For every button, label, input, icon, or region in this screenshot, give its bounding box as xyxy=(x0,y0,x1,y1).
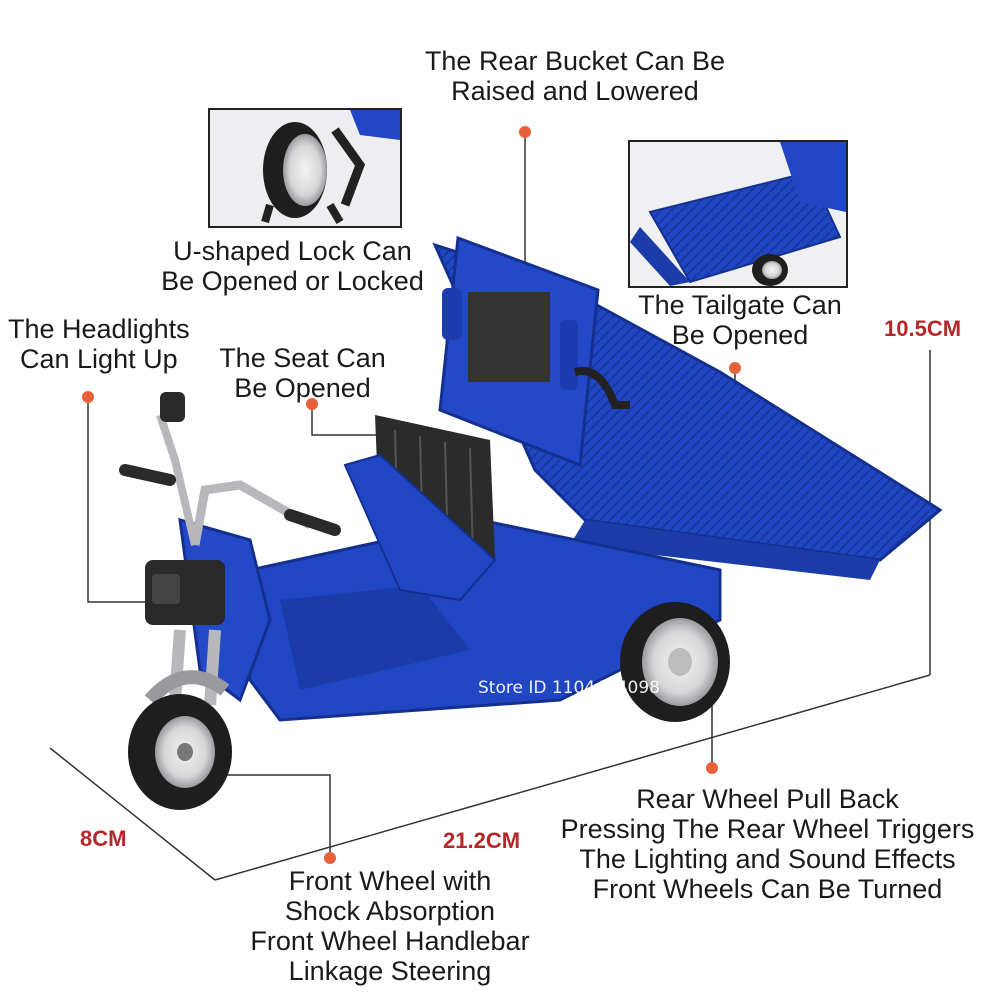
callout-seat-line-2: Be Opened xyxy=(234,373,371,403)
callout-rear-bucket-line-1: The Rear Bucket Can Be xyxy=(424,46,726,76)
dot-seat xyxy=(306,398,318,410)
callout-headlights-line-1: The Headlights xyxy=(8,314,190,344)
dimension-length: 21.2CM xyxy=(443,828,521,853)
callout-tailgate-line-1: The Tailgate Can xyxy=(638,290,842,320)
callout-front-wheel-line-1: Front Wheel with xyxy=(288,866,492,896)
callout-headlights: The Headlights Can Light Up xyxy=(4,314,214,374)
rear-wheel xyxy=(620,602,730,722)
callout-rear-wheel-line-3: The Lighting and Sound Effects xyxy=(579,844,956,874)
callout-front-wheel-line-3: Front Wheel Handlebar xyxy=(250,926,530,956)
callout-u-lock-line-2: Be Opened or Locked xyxy=(161,266,424,296)
callout-seat-line-1: The Seat Can xyxy=(219,343,386,373)
callout-seat: The Seat Can Be Opened xyxy=(205,343,400,403)
callout-dots xyxy=(82,126,741,864)
callout-headlights-line-2: Can Light Up xyxy=(20,344,178,374)
dimension-width: 8CM xyxy=(80,826,127,851)
callout-rear-wheel-line-1: Rear Wheel Pull Back xyxy=(636,784,899,814)
dot-front-wheel xyxy=(324,852,336,864)
dimension-height: 10.5CM xyxy=(884,316,962,341)
dot-rear-bucket xyxy=(519,126,531,138)
dot-tailgate xyxy=(729,362,741,374)
dot-headlights xyxy=(82,391,94,403)
callout-front-wheel-line-4: Linkage Steering xyxy=(288,956,492,986)
callout-front-wheel: Front Wheel with Shock Absorption Front … xyxy=(225,866,555,986)
callout-rear-wheel-line-2: Pressing The Rear Wheel Triggers xyxy=(560,814,975,844)
dot-rear-wheel xyxy=(706,762,718,774)
callout-u-lock-line-1: U-shaped Lock Can xyxy=(173,236,412,266)
callout-front-wheel-line-2: Shock Absorption xyxy=(284,896,496,926)
callout-tailgate: The Tailgate Can Be Opened xyxy=(620,290,860,350)
callout-rear-bucket-line-2: Raised and Lowered xyxy=(451,76,699,106)
callout-tailgate-line-2: Be Opened xyxy=(671,320,809,350)
store-watermark: Store ID 1104404098 xyxy=(478,678,661,698)
front-wheel xyxy=(128,694,232,810)
inset-tailgate xyxy=(628,140,848,288)
callout-u-lock: U-shaped Lock Can Be Opened or Locked xyxy=(140,236,445,296)
rear-bucket xyxy=(432,235,943,580)
callout-rear-bucket: The Rear Bucket Can Be Raised and Lowere… xyxy=(405,46,745,106)
callout-rear-wheel-line-4: Front Wheels Can Be Turned xyxy=(592,874,943,904)
inset-u-lock xyxy=(208,108,402,228)
callout-rear-wheel: Rear Wheel Pull Back Pressing The Rear W… xyxy=(535,784,1000,904)
